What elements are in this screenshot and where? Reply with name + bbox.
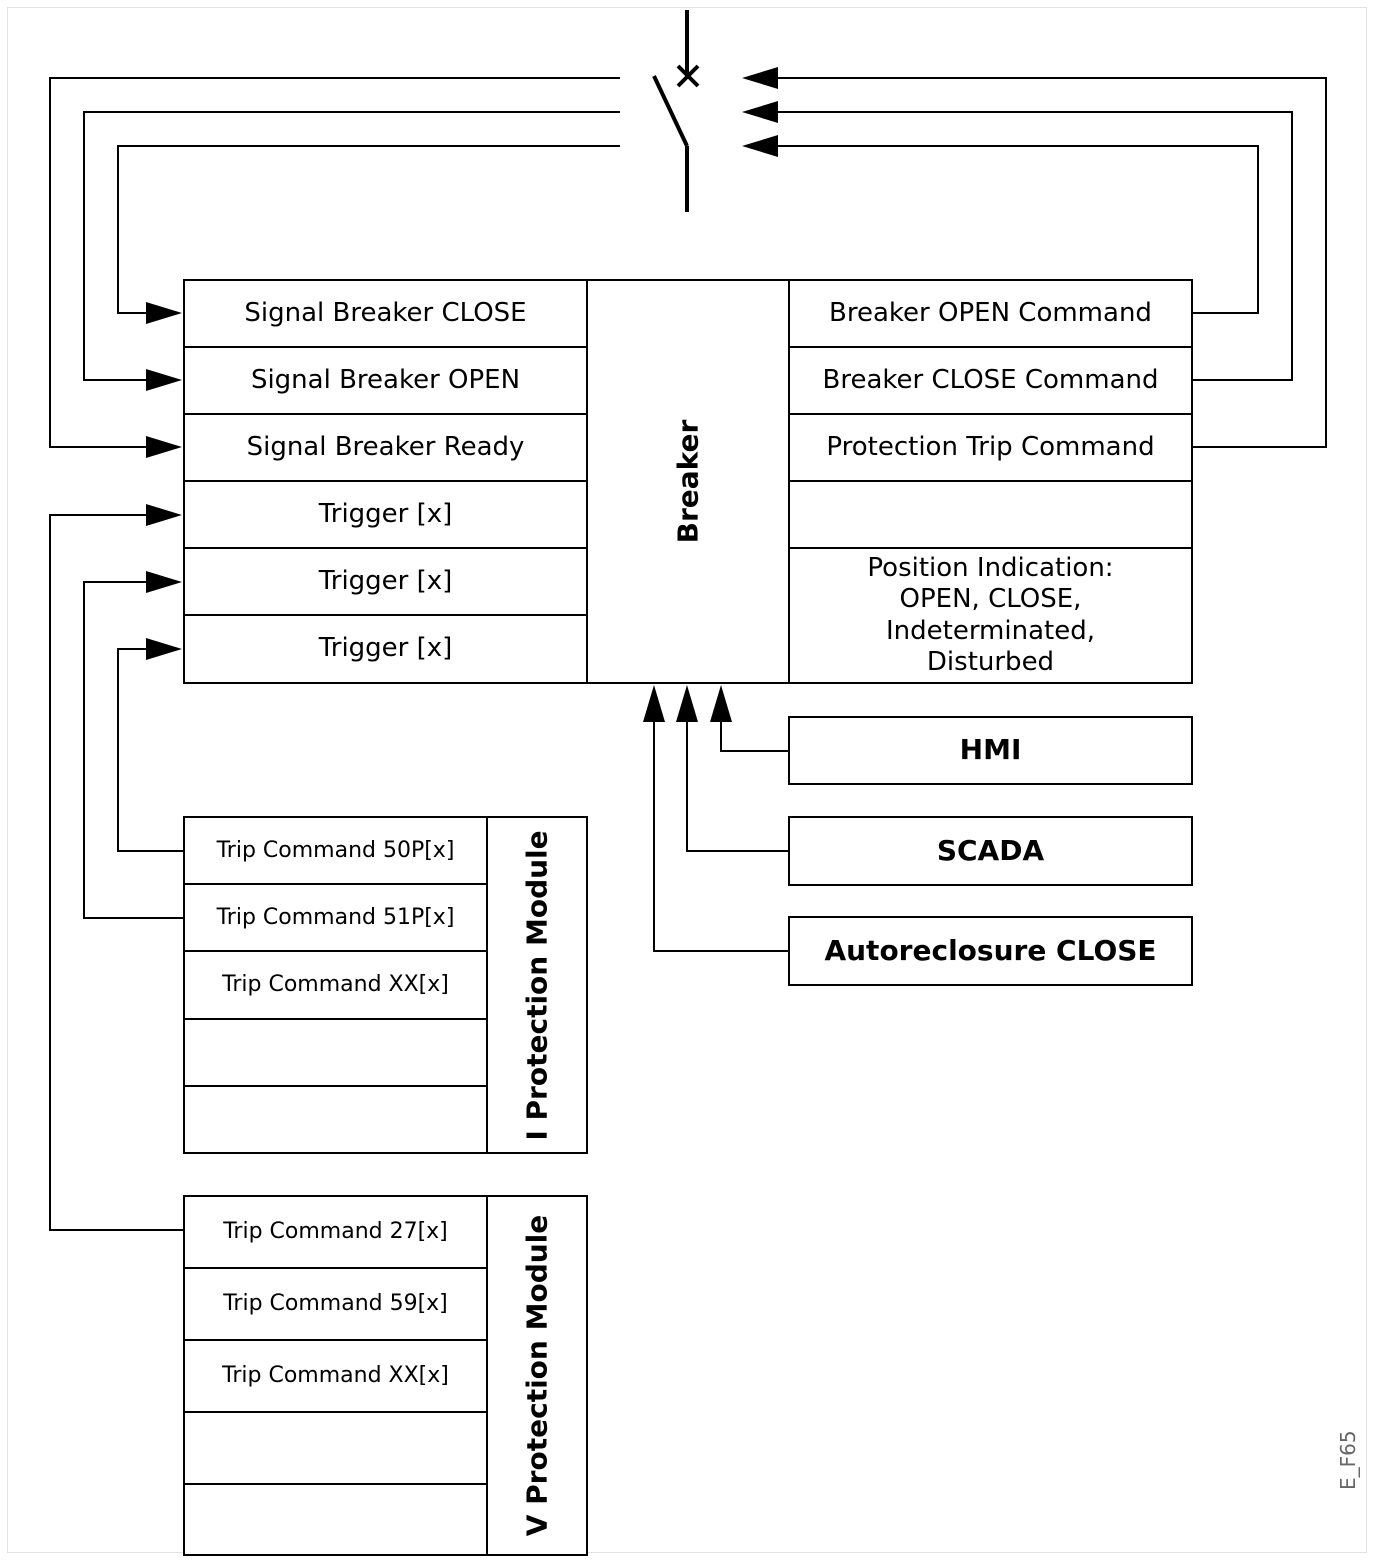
v-module-row-empty-2 (183, 1483, 488, 1556)
wire-autoreclosure (653, 720, 789, 952)
i-module-title-cell (486, 816, 588, 1154)
arrow-ready-signal (146, 436, 182, 458)
arrow-close-signal (146, 302, 182, 324)
arrow-trigger-1 (146, 504, 182, 526)
figure-id: E_F65 (1336, 1430, 1360, 1490)
switch-blade (652, 75, 689, 147)
wire-trip-command (776, 77, 1327, 448)
input-trigger-2: Trigger [x] (183, 547, 588, 616)
breaker-title: Breaker (671, 419, 705, 544)
wire-breaker-open-signal (83, 111, 620, 381)
i-module-row-empty-2 (183, 1085, 488, 1154)
wire-breaker-close-signal (117, 145, 620, 314)
switch-x-mark-b (676, 64, 700, 88)
output-protection-trip-command: Protection Trip Command (788, 413, 1193, 482)
output-breaker-close-command: Breaker CLOSE Command (788, 346, 1193, 415)
arrow-trigger-2 (146, 571, 182, 593)
input-signal-breaker-open: Signal Breaker OPEN (183, 346, 588, 415)
wire-trip-51p (83, 581, 184, 919)
i-module-row-xx: Trip Command XX[x] (183, 950, 488, 1020)
arrow-trigger-3 (146, 638, 182, 660)
input-signal-breaker-ready: Signal Breaker Ready (183, 413, 588, 482)
source-hmi: HMI (788, 716, 1193, 785)
wire-open-command (776, 145, 1259, 314)
source-autoreclosure-close: Autoreclosure CLOSE (788, 916, 1193, 986)
wire-trip-27 (49, 514, 184, 1231)
v-module-title-wrap: V Protection Module (486, 1195, 588, 1556)
input-signal-breaker-close: Signal Breaker CLOSE (183, 279, 588, 348)
wire-scada (686, 720, 789, 852)
arrow-open-signal (146, 369, 182, 391)
breaker-title-wrap: Breaker (586, 279, 790, 684)
i-module-title: I Protection Module (520, 829, 554, 1141)
source-scada: SCADA (788, 816, 1193, 886)
v-module-row-27: Trip Command 27[x] (183, 1195, 488, 1269)
output-position-indication: Position Indication: OPEN, CLOSE, Indete… (788, 547, 1193, 684)
i-module-row-51p: Trip Command 51P[x] (183, 883, 488, 952)
diagram-frame (7, 7, 1367, 1553)
arrow-open-to-switch (742, 135, 778, 157)
arrow-trip-to-switch (742, 67, 778, 89)
output-breaker-open-command: Breaker OPEN Command (788, 279, 1193, 348)
wire-trip-50p (117, 648, 184, 852)
v-module-title: V Protection Module (520, 1214, 554, 1537)
arrow-close-to-switch (742, 101, 778, 123)
v-module-title-cell (486, 1195, 588, 1556)
i-module-title-wrap: I Protection Module (486, 816, 588, 1154)
arrow-autoreclosure (643, 685, 665, 722)
arrow-hmi (710, 685, 732, 722)
wire-hmi (720, 720, 789, 752)
wire-breaker-ready (49, 77, 620, 448)
input-trigger-3: Trigger [x] (183, 614, 588, 684)
i-module-row-50p: Trip Command 50P[x] (183, 816, 488, 885)
wire-close-command (776, 111, 1293, 381)
breaker-title-cell (586, 279, 790, 684)
i-module-row-empty-1 (183, 1018, 488, 1087)
input-trigger-1: Trigger [x] (183, 480, 588, 549)
output-empty (788, 480, 1193, 549)
v-module-row-59: Trip Command 59[x] (183, 1267, 488, 1341)
v-module-row-xx: Trip Command XX[x] (183, 1339, 488, 1413)
v-module-row-empty-1 (183, 1411, 488, 1485)
arrow-scada (676, 685, 698, 722)
